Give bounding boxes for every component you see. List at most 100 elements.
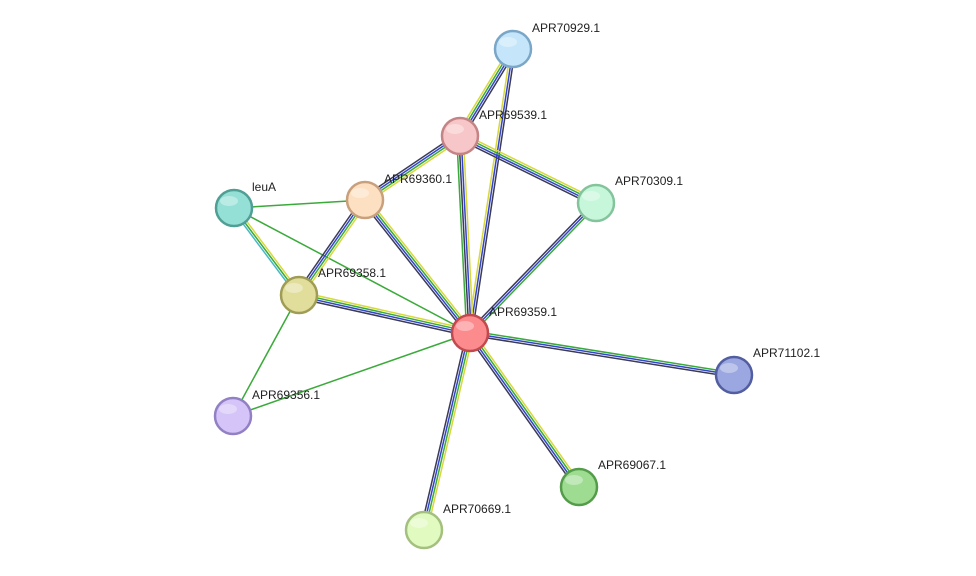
node-circle[interactable] [279, 275, 319, 315]
edge-strand [461, 132, 598, 201]
node-highlight [720, 363, 738, 373]
edge-leuA-APR69359.1 [233, 207, 471, 334]
edge-strand [366, 138, 463, 204]
node-circle[interactable] [440, 116, 480, 156]
node-label: APR71102.1 [753, 346, 820, 360]
node-highlight [499, 37, 517, 47]
edge-APR69359.1-APR69067.1 [466, 330, 583, 490]
edge-strand [361, 201, 468, 336]
node-label: APR70669.1 [443, 502, 511, 516]
edge-APR69359.1-APR70929.1 [467, 48, 516, 334]
edge-strand [469, 48, 514, 334]
node-circle[interactable] [576, 183, 616, 223]
edge-strand [362, 132, 459, 198]
edge-strand [232, 332, 471, 417]
node-circle[interactable] [404, 510, 444, 550]
node-circle[interactable] [214, 188, 254, 228]
node-APR69356.1[interactable]: APR69356.1 [213, 388, 320, 436]
edges-layer [231, 46, 735, 531]
edge-strand [363, 200, 470, 335]
edge-APR69358.1-APR69356.1 [232, 294, 300, 417]
edge-strand [471, 49, 516, 334]
node-leuA[interactable]: leuA [214, 180, 276, 228]
node-label: APR69359.1 [489, 305, 557, 319]
edge-APR69539.1-APR69359.1 [455, 135, 475, 334]
node-circle[interactable] [213, 396, 253, 436]
edge-strand [295, 197, 363, 294]
edge-APR69359.1-APR71102.1 [469, 330, 735, 378]
edge-strand [458, 136, 470, 334]
edge-APR69359.1-APR70669.1 [420, 332, 474, 531]
node-label: APR69358.1 [318, 266, 386, 280]
node-label: APR69360.1 [384, 172, 452, 186]
edge-strand [466, 334, 577, 490]
node-APR69539.1[interactable]: APR69539.1 [440, 108, 547, 156]
edge-strand [469, 332, 735, 376]
node-APR69360.1[interactable]: APR69360.1 [345, 172, 452, 220]
node-highlight [410, 518, 428, 528]
edge-strand [455, 136, 468, 334]
edge-strand [469, 202, 597, 334]
edge-strand [470, 331, 581, 487]
node-circle[interactable] [714, 355, 754, 395]
node-circle[interactable] [345, 180, 385, 220]
edge-strand [460, 134, 597, 203]
edge-strand [232, 294, 300, 417]
edge-APR69360.1-APR69359.1 [361, 197, 474, 336]
node-circle[interactable] [493, 29, 533, 69]
edge-APR69359.1-APR69356.1 [232, 332, 471, 417]
edge-strand [299, 291, 471, 331]
node-APR69067.1[interactable]: APR69067.1 [559, 458, 666, 507]
edge-strand [471, 204, 599, 336]
node-APR70309.1[interactable]: APR70309.1 [576, 174, 683, 223]
edge-strand [426, 333, 474, 531]
edge-strand [301, 201, 369, 298]
node-highlight [456, 321, 474, 331]
node-label: APR69067.1 [598, 458, 666, 472]
edge-strand [299, 200, 367, 297]
edge-strand [367, 197, 474, 332]
node-APR69358.1[interactable]: APR69358.1 [279, 266, 386, 315]
edge-leuA-APR69360.1 [233, 199, 366, 209]
node-circle[interactable] [559, 467, 599, 507]
edge-APR70309.1-APR69359.1 [467, 200, 599, 336]
node-APR70669.1[interactable]: APR70669.1 [404, 502, 511, 550]
edge-strand [458, 138, 595, 207]
node-label: APR70929.1 [532, 21, 600, 35]
node-highlight [351, 188, 369, 198]
edge-strand [467, 48, 512, 333]
edge-strand [472, 330, 583, 486]
edge-strand [468, 333, 579, 489]
edge-strand [365, 198, 472, 333]
node-label: APR69539.1 [479, 108, 547, 122]
node-APR71102.1[interactable]: APR71102.1 [714, 346, 820, 395]
node-highlight [285, 283, 303, 293]
edge-strand [424, 333, 472, 531]
node-APR70929.1[interactable]: APR70929.1 [493, 21, 600, 69]
edge-strand [467, 200, 595, 332]
edge-strand [459, 136, 596, 205]
node-highlight [565, 475, 583, 485]
edge-strand [420, 332, 468, 530]
node-circle[interactable] [450, 313, 490, 353]
edge-APR69358.1-APR69359.1 [298, 291, 471, 337]
node-highlight [582, 191, 600, 201]
edge-strand [470, 330, 735, 374]
edge-strand [460, 135, 472, 333]
edge-APR69360.1-APR69358.1 [295, 197, 369, 298]
edge-strand [233, 207, 471, 334]
edge-strand [299, 293, 471, 333]
node-highlight [220, 196, 238, 206]
edge-strand [298, 295, 470, 335]
edge-strand [297, 198, 365, 295]
node-APR69359.1[interactable]: APR69359.1 [450, 305, 557, 353]
edge-strand [469, 334, 734, 378]
edge-strand [298, 297, 470, 337]
node-label: APR69356.1 [252, 388, 320, 402]
edge-APR69539.1-APR70309.1 [458, 132, 598, 207]
node-label: leuA [252, 180, 276, 194]
node-highlight [446, 124, 464, 134]
edge-strand [233, 199, 366, 209]
